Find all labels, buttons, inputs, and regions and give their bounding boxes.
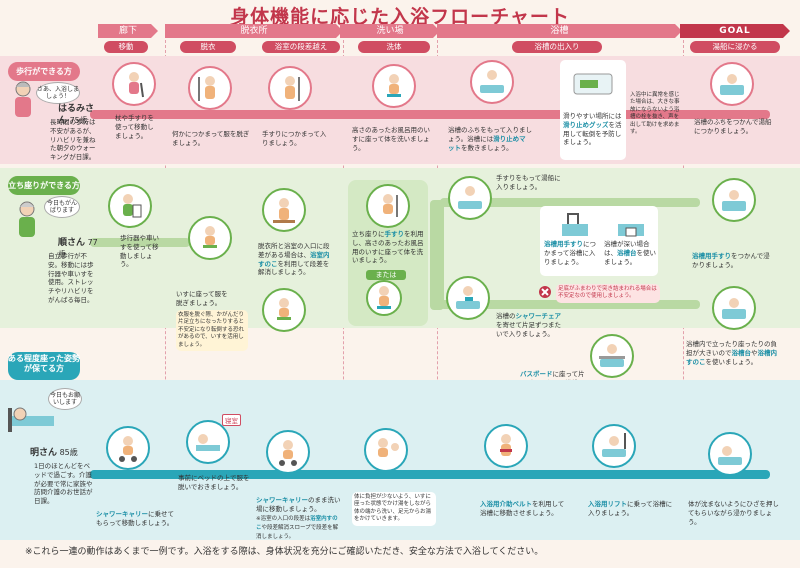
antislip-goods-icon: [572, 68, 614, 102]
person-name: 明さん: [30, 448, 58, 458]
row-sit-label: ある程度座った姿勢が保てる方: [8, 352, 80, 380]
sub-undress: 脱衣: [180, 41, 236, 53]
person-description: 1日のほとんどをベッドで過ごす。介護が必要で常に家族や訪問介護のお世話が日課。: [34, 462, 93, 506]
row-stand-path: [440, 198, 700, 207]
scene-undress-standing: [188, 66, 232, 110]
stage-dressing-room: 脱衣所: [165, 24, 343, 38]
caption-bath-lift: 入浴用リフトに乗って浴槽に入りましょう。: [588, 500, 673, 517]
scene-assisted-soak: [708, 432, 752, 476]
caption: 体が沈まないようにひざを押してもらいながら浸かりましょう。: [688, 500, 779, 526]
person-name: 順さん: [58, 238, 86, 248]
caption: 歩行器や車いすを使って移動しましょう。: [120, 234, 159, 269]
caption: いすに座って服を脱ぎましょう。: [176, 290, 228, 307]
scene-wash-handrail: [366, 184, 410, 228]
caption-carrier-wash: シャワーキャリーのまま洗い場に移動しましょう。※浴室の入口の段差は浴室内すのこや…: [256, 496, 341, 541]
caption-tub-shower-chair: 浴槽のシャワーチェアを寄せて片足ずつまたいで入りましょう。: [496, 312, 561, 338]
caption: 高さのあったお風呂用のいすに座って体を洗いましょう。: [352, 126, 430, 152]
footnote: ※これら一連の動作はあくまで一例です。入浴をする際は、身体状況を充分にご確認いた…: [25, 547, 544, 557]
person-age: 85歳: [59, 448, 78, 457]
warning-x-icon: [538, 284, 552, 303]
scene-undress-bed: [186, 420, 230, 464]
caption: 浴槽のふちをつかんで湯船につかりましょう。: [694, 118, 772, 135]
caption: 杖や手すりを使って移動しましょう。: [115, 114, 154, 140]
tip-carer-wash: 体に負担が少ないよう、いすに座った状態でかけ湯をしながら体の端から洗い、足元から…: [352, 492, 436, 526]
person-info: 順さん 77歳: [58, 238, 98, 260]
speech-bubble: 今日もお願いします: [48, 388, 82, 410]
scene-soak-step: [712, 286, 756, 330]
sub-wash: 洗体: [358, 41, 430, 53]
stage-washing-area: 洗い場: [340, 24, 440, 38]
person-avatar: [14, 200, 40, 244]
person-avatar: [10, 80, 36, 124]
caption-tub-handrail: 浴槽用手すりにつかまって浴槽に入りましょう。: [544, 240, 596, 266]
person-description: 長時間の歩行は不安があるが、リハビリを兼ねた朝夕のウォーキングが日課。: [50, 118, 96, 162]
person-name: はるみさん: [58, 104, 95, 126]
caption-antislip: 滑りやすい場所には滑り止めグッズを活用して転倒を予防しましょう。: [563, 112, 622, 147]
person-age: 77歳: [58, 238, 98, 259]
scene-tub-shower-chair: [446, 276, 490, 320]
caption-emergency: 入浴中に異常を感じた場合は、大きな事故にならないよう浴槽の栓を抜き、声を出して助…: [630, 92, 680, 136]
scene-bath-duckboard: [262, 188, 306, 232]
scene-tub-handrail: [448, 176, 492, 220]
scene-soak-handrail: [712, 178, 756, 222]
scene-step-handrail: [268, 66, 312, 110]
row-stand-label: 立ち座りができる方: [8, 176, 80, 195]
person-info: はるみさん 75歳: [58, 104, 98, 127]
bed-icon: [6, 398, 56, 438]
row-walk-path: [90, 110, 770, 119]
sub-tub-in-out: 浴槽の出入り: [512, 41, 602, 53]
page-title: 身体機能に応じた入浴フローチャート: [230, 6, 570, 28]
person-info: 明さん 85歳: [30, 448, 90, 460]
scene-shower-carrier: [106, 426, 150, 470]
sub-step-over: 浴室の段差越え: [262, 41, 340, 53]
sub-move: 移動: [104, 41, 148, 53]
tub-handrail-icon: [560, 210, 590, 242]
scene-transfer-belt: [484, 424, 528, 468]
row-stand-path: [440, 300, 700, 309]
caption-transfer-belt: 入浴用介助ベルトを利用して浴槽に移動させましょう。: [480, 500, 565, 517]
caption-wash-handrail: 立ち座りに手すりを利用し、高さのあったお風呂用のいすに座って体を洗いましょう。: [352, 230, 424, 265]
warning-note: 足底がふまわりで突き詰まわれる場合は不安定なので使用しましょう。: [556, 284, 660, 303]
bedroom-tag: 寝室: [222, 414, 241, 426]
stage-hallway: 廊下: [98, 24, 158, 38]
scene-wash-chair: [372, 64, 416, 108]
person-description: 自立歩行が不安。移動には歩行器や車いすを使用。ストレッチやリハビリをがんばる毎日…: [48, 252, 94, 304]
speech-bubble: 今日もがんばります: [44, 196, 80, 218]
scene-walk-cane: [112, 62, 156, 106]
scene-carrier-wash-area: [266, 430, 310, 474]
stage-goal: GOAL: [680, 24, 790, 38]
sub-soak: 湯船に浸かる: [690, 41, 780, 53]
caption-carrier: シャワーキャリーに乗せてもらって移動しましょう。: [96, 510, 174, 527]
caption: 何かにつかまって服を脱ぎましょう。: [172, 130, 250, 147]
scene-walker: [108, 184, 152, 228]
caption-duckboard: 脱衣所と浴室の入口に段差がある場合は、浴室内すのこを利用して段差を解消しましょう…: [258, 242, 330, 277]
scene-shower-chair: [366, 280, 402, 316]
tip-box-tub-aids: [540, 206, 658, 276]
scene-bath-board: [590, 334, 634, 378]
caption-soak-step: 浴槽内で立ったり座ったりの負担が大きいので浴槽台や浴槽内すのこを使いましょう。: [686, 340, 777, 366]
row-walk-label: 歩行ができる方: [8, 62, 80, 81]
person-age: 75歳: [69, 115, 88, 125]
caption-soak-handrail: 浴槽用手すりをつかんで浸かりましょう。: [692, 252, 770, 269]
scene-carer-wash: [364, 428, 408, 472]
caption-tub-step: 浴槽が深い場合は、浴槽台を使いましょう。: [604, 240, 656, 266]
caption-mat: 浴槽のふちをもって入りましょう。浴槽には滑り止めマットを敷きましょう。: [448, 126, 532, 152]
caption: 手すりをもって湯船に入りましょう。: [496, 174, 561, 191]
row-sit-path: [90, 470, 770, 479]
scene-chair-entry: [262, 288, 306, 332]
speech-bubble: さあ、入浴しましょう！: [36, 82, 80, 104]
scene-bath-lift: [592, 424, 636, 468]
caption: 手すりにつかまって入りましょう。: [262, 130, 327, 147]
scene-undress-chair: [188, 216, 232, 260]
stage-bathtub: 浴槽: [437, 24, 682, 38]
scene-tub-edge: [470, 60, 514, 104]
caption: 事前にベッドの上で服を脱いでおきましょう。: [178, 474, 250, 491]
tip-undress: 衣服を脱ぐ際、かがんだり片足立ちになったりすると不安定になり転倒する恐れがあるの…: [176, 310, 248, 352]
scene-soak: [710, 62, 754, 106]
row-stand-path: [90, 238, 190, 247]
or-divider: または: [366, 270, 406, 280]
row-stand-path: [430, 200, 444, 310]
tub-step-icon: [616, 210, 646, 242]
